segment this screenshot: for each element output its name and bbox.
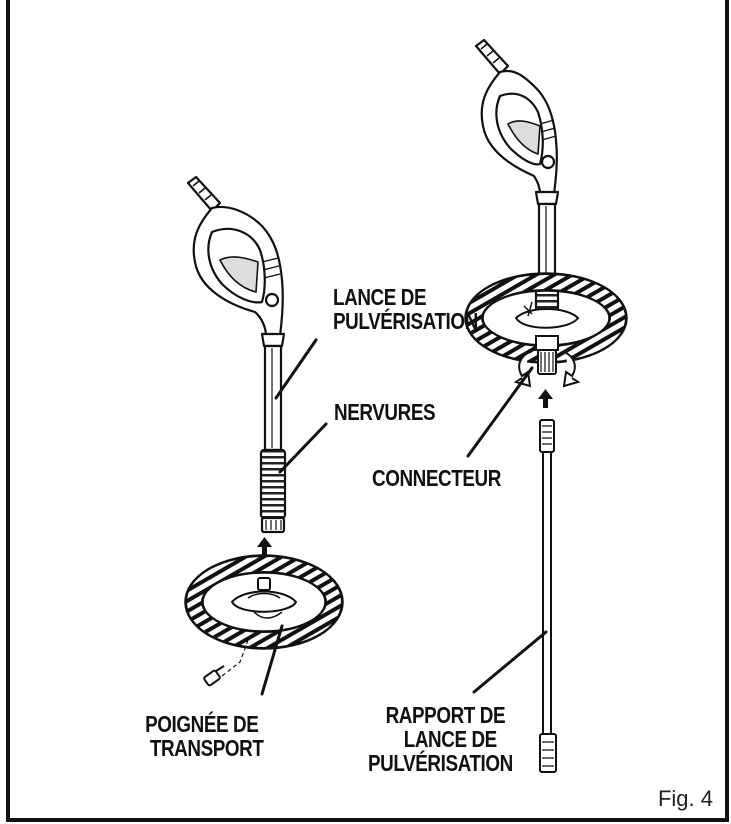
label-line: CONNECTEUR <box>372 465 501 491</box>
label-connecteur: CONNECTEUR <box>372 466 501 490</box>
label-line: TRANSPORT <box>149 735 264 761</box>
left-up-arrow <box>257 537 272 556</box>
leader-lines <box>260 338 548 696</box>
label-line: POIGNÉE DE <box>145 711 259 737</box>
label-line: LANCE DE <box>333 284 427 310</box>
label-line: LANCE DE <box>403 726 498 752</box>
figure-number: Fig. 4 <box>657 786 713 811</box>
figure-frame <box>6 0 729 822</box>
extension-wand <box>539 419 557 773</box>
left-coil-handle <box>184 554 344 650</box>
left-spray-gun <box>186 175 287 534</box>
label-line: PULVÉRISATION <box>368 750 513 776</box>
label-poignee-de-transport: POIGNÉE DE TRANSPORT <box>140 712 264 760</box>
label-nervures: NERVURES <box>334 399 436 425</box>
label-rapport-de-lance: RAPPORT DE LANCE DE PULVÉRISATION <box>368 703 513 775</box>
label-line: PULVÉRISATION <box>333 308 478 334</box>
right-up-arrow <box>538 389 553 408</box>
label-line: RAPPORT DE <box>385 702 506 728</box>
label-line: NERVURES <box>334 399 436 425</box>
rotate-arrow-right-icon <box>562 351 581 388</box>
label-lance-de-pulverisation: LANCE DE PULVÉRISATION <box>333 285 478 333</box>
small-connector-part <box>203 639 249 687</box>
right-connector <box>535 335 559 375</box>
right-spray-gun <box>474 38 560 326</box>
